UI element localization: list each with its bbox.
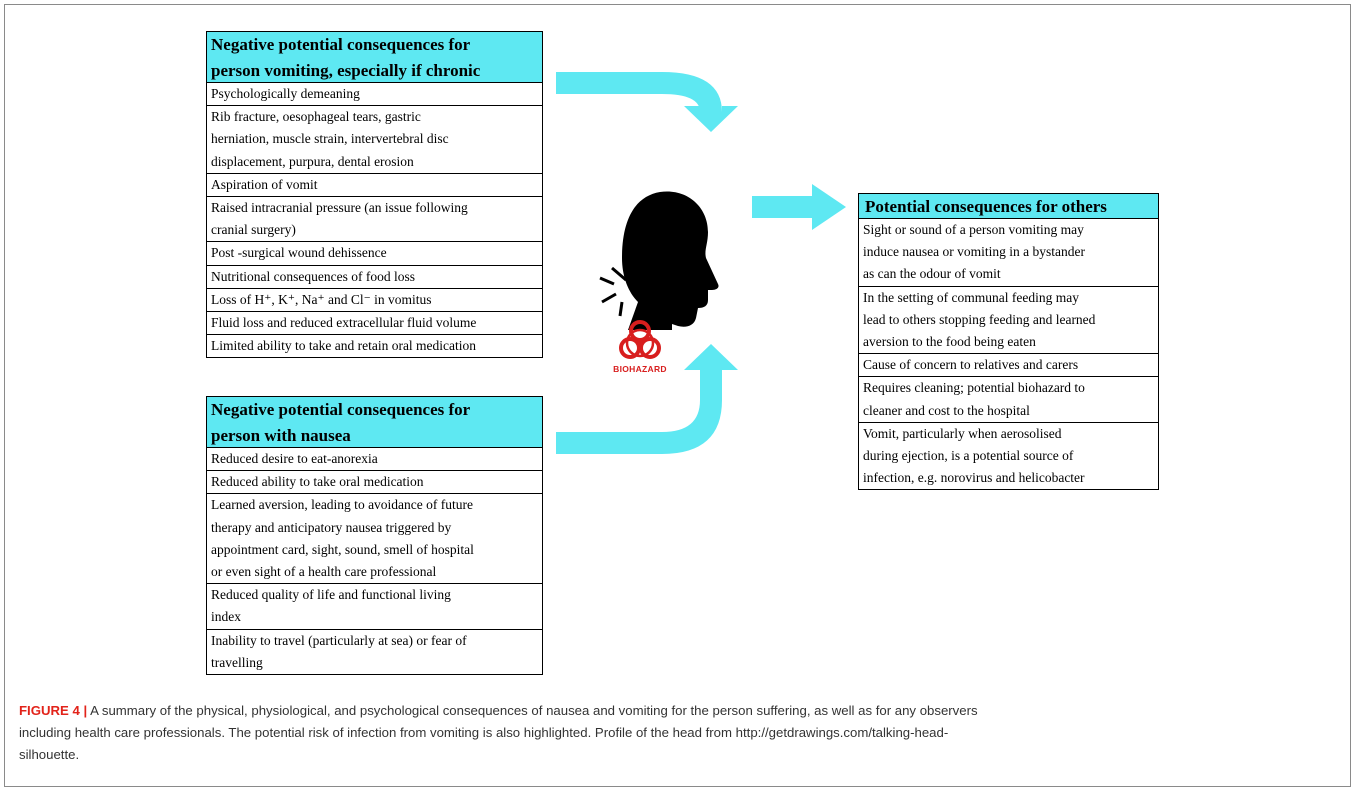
caption-text: A summary of the physical, physiological… [87,703,978,718]
header-line: person vomiting, especially if chronic [211,61,481,80]
row-text-line: Rib fracture, oesophageal tears, gastric [211,109,421,125]
header-line: Negative potential consequences for [211,400,471,419]
table-row: Reduced desire to eat-anorexia [207,448,542,472]
table-row: Reduced ability to take oral medication [207,471,542,495]
table-row: Cause of concern to relatives and carers [859,354,1158,378]
caption-line: FIGURE 4 | A summary of the physical, ph… [19,700,1339,722]
curved-arrow-top-icon [556,72,738,132]
biohazard-label: BIOHAZARD [613,364,667,374]
others-consequences-table: Potential consequences for others Sight … [858,193,1159,491]
table-header: Potential consequences for others [859,194,1158,219]
row-text-line: Loss of H⁺, K⁺, Na⁺ and Cl⁻ in vomitus [211,291,432,307]
row-text-line: index [211,609,241,625]
table-row: Aspiration of vomit [207,174,542,198]
row-text-line: cleaner and cost to the hospital [863,402,1030,418]
row-text-line: therapy and anticipatory nausea triggere… [211,519,452,535]
curved-arrow-bottom-icon [556,344,738,454]
row-text-line: Learned aversion, leading to avoidance o… [211,497,474,513]
row-text-line: induce nausea or vomiting in a bystander [863,244,1085,260]
table-row: Learned aversion, leading to avoidance o… [207,494,542,585]
right-arrow-icon [752,184,846,230]
table-row: Psychologically demeaning [207,83,542,107]
nausea-consequences-table: Negative potential consequences for pers… [206,396,543,676]
row-text-line: Limited ability to take and retain oral … [211,338,477,354]
figure-caption: FIGURE 4 | A summary of the physical, ph… [19,700,1339,766]
table-row: In the setting of communal feeding may le… [859,287,1158,355]
header-line: person with nausea [211,426,351,445]
table-row: Requires cleaning; potential biohazard t… [859,377,1158,423]
table-header: Negative potential consequences for pers… [207,397,542,448]
row-text-line: Inability to travel (particularly at sea… [211,632,467,648]
table-row: Post -surgical wound dehissence [207,242,542,266]
row-text-line: lead to others stopping feeding and lear… [863,311,1096,327]
row-text-line: during ejection, is a potential source o… [863,448,1074,464]
row-text-line: Sight or sound of a person vomiting may [863,222,1084,237]
row-text-line: Psychologically demeaning [211,86,360,101]
row-text-line: Aspiration of vomit [211,176,318,192]
figure-label: FIGURE 4 | [19,703,88,718]
row-text-line: as can the odour of vomit [863,266,1001,282]
row-text-line: Vomit, particularly when aerosolised [863,425,1062,441]
table-header: Negative potential consequences for pers… [207,32,542,83]
row-text-line: Requires cleaning; potential biohazard t… [863,380,1085,396]
row-text-line: Raised intracranial pressure (an issue f… [211,200,468,216]
table-row: Loss of H⁺, K⁺, Na⁺ and Cl⁻ in vomitus [207,289,542,313]
vomiting-consequences-table: Negative potential consequences for pers… [206,31,543,359]
row-text-line: In the setting of communal feeding may [863,289,1079,305]
row-text-line: aversion to the food being eaten [863,334,1036,350]
row-text-line: Reduced ability to take oral medication [211,474,424,490]
row-text-line: infection, e.g. norovirus and helicobact… [863,470,1085,486]
caption-line: including health care professionals. The… [19,725,949,740]
talking-head-silhouette-icon [599,191,719,330]
table-row: Limited ability to take and retain oral … [207,335,542,357]
row-text-line: appointment card, sight, sound, smell of… [211,541,474,557]
header-line: Negative potential consequences for [211,35,471,54]
header-line: Potential consequences for others [865,197,1107,216]
row-text-line: Post -surgical wound dehissence [211,245,387,261]
table-row: Rib fracture, oesophageal tears, gastric… [207,106,542,174]
row-text-line: Fluid loss and reduced extracellular flu… [211,315,477,331]
row-text-line: travelling [211,654,263,670]
table-row: Fluid loss and reduced extracellular flu… [207,312,542,336]
figure-frame [4,4,1351,787]
table-row: Nutritional consequences of food loss [207,266,542,289]
row-text-line: displacement, purpura, dental erosion [211,153,414,169]
table-row: Reduced quality of life and functional l… [207,584,542,630]
biohazard-icon [619,320,661,359]
row-text-line: or even sight of a health care professio… [211,564,437,580]
row-text-line: cranial surgery) [211,222,296,238]
table-row: Vomit, particularly when aerosolised duri… [859,423,1158,490]
row-text-line: herniation, muscle strain, intervertebra… [211,131,449,147]
row-text-line: Nutritional consequences of food loss [211,268,415,284]
biohazard-badge: BIOHAZARD [600,318,680,382]
table-row: Sight or sound of a person vomiting may i… [859,219,1158,287]
table-row: Inability to travel (particularly at sea… [207,630,542,674]
row-text-line: Reduced desire to eat-anorexia [211,451,378,466]
caption-line: silhouette. [19,747,80,762]
row-text-line: Cause of concern to relatives and carers [863,357,1079,373]
row-text-line: Reduced quality of life and functional l… [211,587,451,603]
table-row: Raised intracranial pressure (an issue f… [207,197,542,243]
